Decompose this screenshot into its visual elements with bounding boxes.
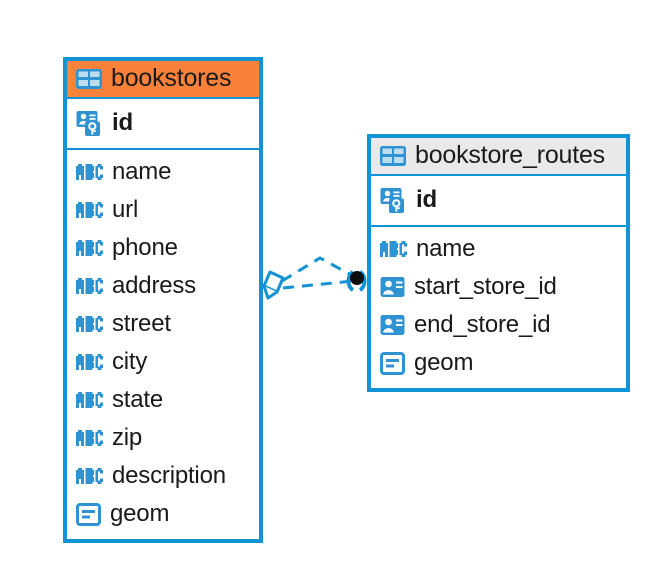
field-row-url[interactable]: url [76,191,250,229]
primary-key-section-bookstores: id [67,97,259,150]
field-row-description[interactable]: description [76,457,250,495]
field-label: id [416,186,437,213]
field-row-id[interactable]: id [76,103,250,143]
geometry-type-icon [380,351,405,375]
table-header-bookstores: bookstores [67,61,259,97]
field-label: geom [414,349,474,376]
table-grid-icon [380,145,406,166]
field-row-phone[interactable]: phone [76,229,250,267]
text-type-icon [76,316,103,332]
text-type-icon [76,392,103,408]
text-type-icon [76,240,103,256]
text-type-icon [76,354,103,370]
field-row-name[interactable]: name [76,153,250,191]
text-type-icon [76,202,103,218]
table-title: bookstores [111,64,232,92]
table-header-bookstore-routes: bookstore_routes [371,138,626,174]
field-label: city [112,348,148,375]
filled-circle-marker [346,270,367,292]
field-label: description [112,462,226,489]
field-row-street[interactable]: street [76,305,250,343]
field-row-start-store-id[interactable]: start_store_id [380,268,617,306]
text-type-icon [76,278,103,294]
primary-key-section-bookstore-routes: id [371,174,626,227]
geometry-type-icon [76,502,101,526]
field-label: url [112,196,139,223]
field-row-address[interactable]: address [76,267,250,305]
text-type-icon [76,468,103,484]
fields-section-bookstores: name url phone address street city state zip des… [67,150,259,539]
field-label: id [112,109,133,136]
field-row-geom[interactable]: geom [380,344,617,382]
table-grid-icon [76,68,102,89]
field-label: zip [112,424,143,451]
primary-key-icon [380,187,404,213]
field-row-geom[interactable]: geom [76,495,250,533]
field-row-city[interactable]: city [76,343,250,381]
foreign-key-icon [380,276,405,297]
field-label: phone [112,234,178,261]
field-label: start_store_id [414,273,557,300]
text-type-icon [76,164,103,180]
text-type-icon [380,241,407,257]
field-label: geom [110,500,170,527]
field-row-name[interactable]: name [380,230,617,268]
field-label: address [112,272,196,299]
foreign-key-icon [380,314,405,335]
relationship-line-lower [282,279,354,290]
text-type-icon [76,430,103,446]
field-label: state [112,386,164,413]
field-row-end-store-id[interactable]: end_store_id [380,306,617,344]
table-title: bookstore_routes [415,141,605,169]
field-label: street [112,310,171,337]
field-label: name [416,235,476,262]
primary-key-icon [76,110,100,136]
field-row-id[interactable]: id [380,180,617,220]
hollow-diamond-marker [262,270,285,300]
field-label: end_store_id [414,311,551,338]
field-row-state[interactable]: state [76,381,250,419]
field-row-zip[interactable]: zip [76,419,250,457]
field-label: name [112,158,172,185]
relationship-line-upper [281,256,356,283]
